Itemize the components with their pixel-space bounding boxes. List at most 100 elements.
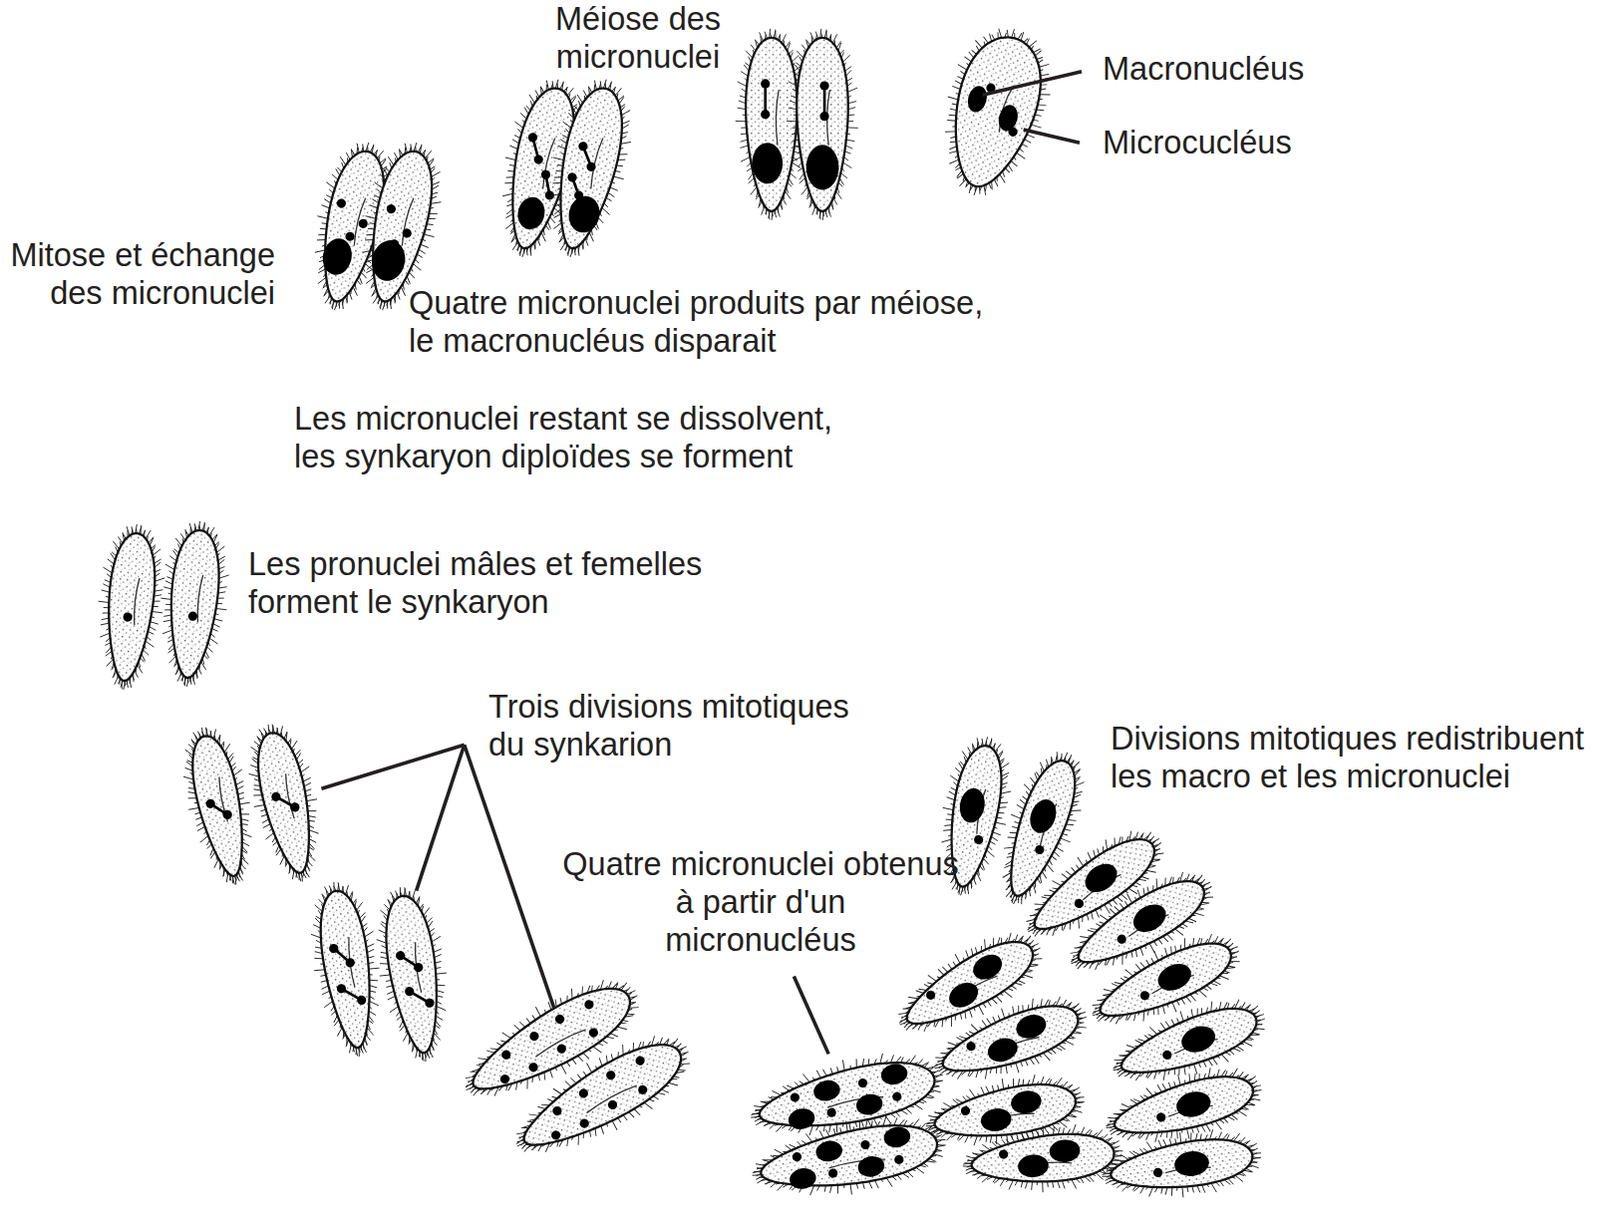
label-line: Quatre micronuclei produits par méiose, [408, 284, 983, 322]
micronucleus [857, 1077, 869, 1089]
label-line: micronuclei [555, 37, 721, 76]
oral-groove [283, 773, 296, 819]
cell-body [1107, 1133, 1256, 1198]
cell-group [90, 16, 1276, 1212]
macronucleus [957, 786, 987, 826]
micronucleus [344, 958, 355, 968]
label-line: micronucléus [562, 921, 959, 960]
label-line: Macronucléus [1102, 49, 1304, 88]
micronucleus [586, 161, 598, 173]
label-line: les synkaryon diploïdes se forment [294, 437, 833, 476]
paramecium-cell [534, 71, 644, 265]
cell-body [745, 37, 798, 212]
micronucleus [1161, 1048, 1174, 1061]
stage-label: Les micronuclei restant se dissolvent, l… [294, 399, 833, 476]
stage-label: Trois divisions mitotiques du synkarion [488, 687, 850, 764]
oral-groove [775, 89, 779, 146]
macronucleus [1178, 1021, 1220, 1057]
macronucleus [978, 1106, 1013, 1135]
cell-body [511, 1029, 693, 1166]
oral-groove [400, 197, 414, 247]
micronucleus [964, 1040, 977, 1053]
micronucleus [998, 1149, 1009, 1160]
cell-body [1108, 1067, 1259, 1148]
micronucleus [760, 109, 770, 119]
micronucleus [401, 227, 413, 239]
stage-label: Quatre micronuclei produits par méiose, … [408, 284, 983, 360]
cilia [153, 518, 235, 690]
micronucleus [122, 612, 133, 623]
label-line: Les pronuclei mâles et femelles [248, 545, 702, 584]
paramecium-cell [367, 882, 459, 1066]
micronucleus [636, 1083, 649, 1097]
micronucleus [270, 791, 282, 803]
macronucleus [1048, 1138, 1082, 1164]
micronucleus [289, 801, 301, 813]
micronucleus [328, 943, 339, 954]
micronucleus [791, 1151, 803, 1163]
paramecium-cell [153, 518, 235, 690]
micronucleus [388, 238, 400, 250]
micronucleus [527, 1061, 541, 1075]
macronucleus [1012, 1010, 1050, 1043]
micronucleus [573, 190, 585, 202]
cilia [745, 1104, 953, 1212]
macronucleus [1128, 899, 1171, 939]
micronucleus [634, 1054, 647, 1068]
micronucleus [499, 1048, 513, 1062]
micronucleus [1072, 897, 1086, 911]
micronucleus [528, 1029, 542, 1043]
micronucleus [357, 218, 369, 230]
macronucleus [879, 1061, 910, 1088]
label-line: Divisions mitotiques redistribuent [1110, 719, 1585, 758]
paramecium-cell [786, 28, 859, 221]
macronucleus [882, 1124, 913, 1150]
macronucleus [787, 1166, 818, 1192]
macronucleus [945, 977, 983, 1013]
micronucleus [578, 1117, 592, 1131]
micronucleus [891, 1091, 903, 1103]
macronucleus [968, 950, 1007, 985]
cell-body [796, 37, 849, 212]
cilia [925, 16, 1065, 208]
paramecium-cell [302, 877, 391, 1061]
part-label: Microcucléus [1102, 123, 1292, 162]
cell-body [935, 994, 1086, 1088]
paramecium-cell [883, 915, 1056, 1054]
label-line: Microcucléus [1102, 123, 1292, 162]
micronucleus [335, 198, 347, 210]
oral-groove [196, 575, 204, 624]
leader-line [416, 744, 465, 891]
micronucleus [549, 1129, 563, 1143]
leader-line [1023, 129, 1080, 143]
micronucleus [551, 1104, 565, 1118]
micronucleus [205, 798, 217, 810]
paramecium-cell [90, 521, 170, 692]
macronucleus [1173, 1088, 1214, 1122]
macronucleus [984, 1034, 1022, 1067]
macronucleus [1008, 1088, 1043, 1117]
macronucleus [565, 193, 604, 236]
macronucleus [811, 1077, 842, 1104]
label-line: Mitose et échange [9, 236, 276, 275]
cilia [238, 717, 334, 889]
micronucleus [1138, 989, 1151, 1002]
micronucleus [1006, 126, 1018, 138]
cell-body [184, 731, 255, 881]
stage-label: Mitose et échange des micronuclei [9, 236, 276, 313]
micronucleus [335, 983, 346, 994]
cell-body [937, 27, 1053, 197]
micronucleus [960, 1105, 971, 1117]
macronucleus [319, 236, 355, 279]
part-label: Macronucléus [1102, 49, 1304, 88]
cell-body [101, 531, 159, 683]
cilia [883, 915, 1056, 1054]
stage-label: Méiose des micronuclei [555, 0, 721, 76]
micronucleus [577, 1087, 591, 1101]
label-line: le macronucléus disparait [408, 321, 983, 360]
micronucleus [1033, 844, 1046, 857]
micronucleus [826, 1107, 838, 1119]
cell-body [250, 728, 322, 878]
macronucleus [995, 102, 1021, 133]
cilia [923, 981, 1097, 1100]
